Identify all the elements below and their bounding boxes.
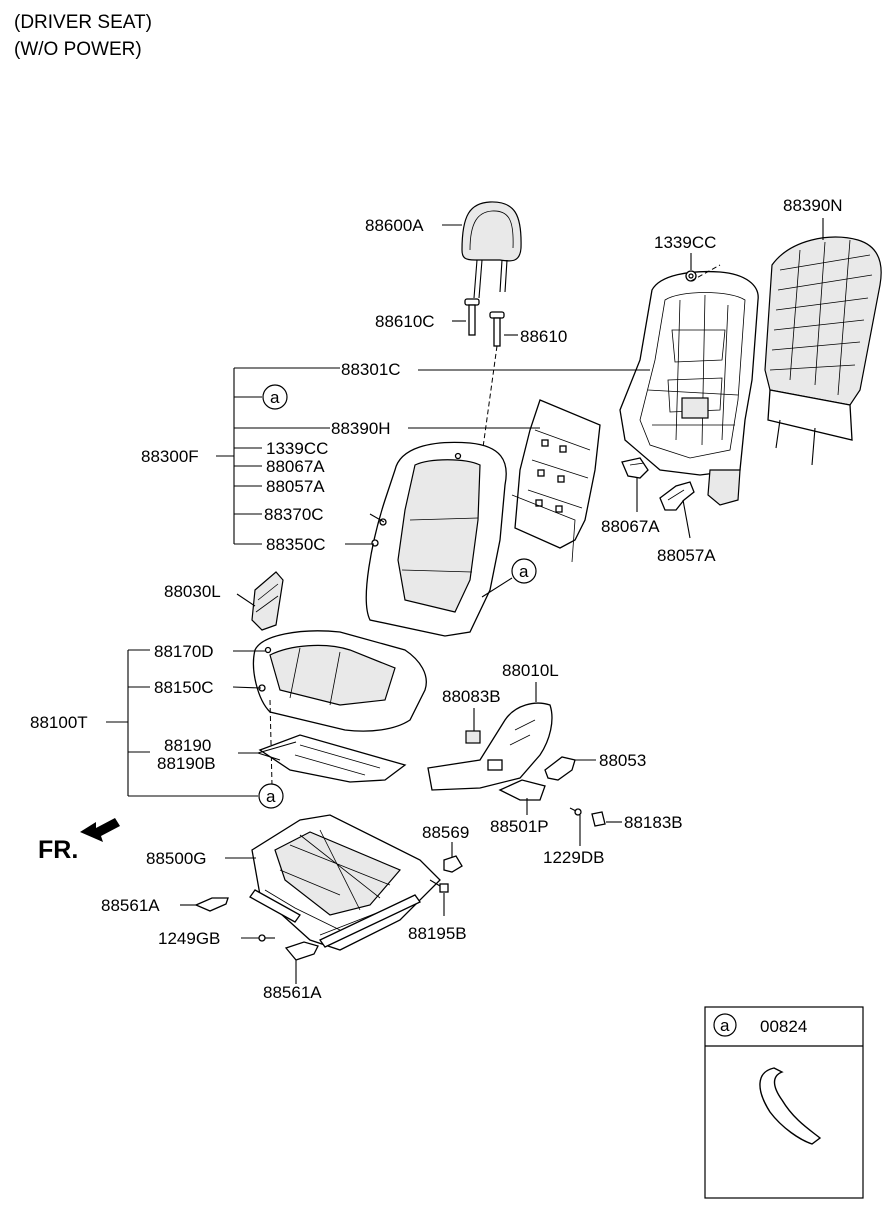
label-88390h: 88390H (331, 419, 391, 438)
screw-1229db (569, 807, 582, 816)
label-88010l: 88010L (502, 661, 559, 680)
label-88610: 88610 (520, 327, 567, 346)
label-88610c: 88610C (375, 312, 435, 331)
seat-cushion-frame (249, 814, 441, 951)
label-1249gb: 1249GB (158, 929, 220, 948)
clip-88569 (443, 855, 463, 873)
label-88300f: 88300F (141, 447, 199, 466)
label-1229db: 1229DB (543, 848, 604, 867)
label-88569: 88569 (422, 823, 469, 842)
bolt-88195b (429, 879, 449, 893)
label-88067a: 88067A (266, 457, 325, 476)
label-88057a-right: 88057A (657, 546, 716, 565)
bracket-88057a (659, 481, 695, 511)
ref-circle-a-back (262, 384, 288, 410)
label-88067a-right: 88067A (601, 517, 660, 536)
legend-part-number: 00824 (760, 1017, 807, 1036)
label-88500g: 88500G (146, 849, 207, 868)
title-driver-seat: (DRIVER SEAT) (14, 12, 152, 33)
label-88561a-bottom: 88561A (263, 983, 322, 1002)
ref-a-cushion-text: a (266, 787, 276, 806)
front-direction-icon (80, 818, 120, 842)
headrest-guide-88610 (489, 311, 505, 347)
ref-circle-a-cushion (258, 783, 284, 809)
legend-ref: a (720, 1016, 730, 1035)
bracket-88067a (621, 457, 649, 479)
label-88183b: 88183B (624, 813, 683, 832)
label-88390n: 88390N (783, 196, 843, 215)
label-88350c: 88350C (266, 535, 326, 554)
wire-clip-icon (759, 1067, 822, 1145)
label-1339cc-top: 1339CC (654, 233, 716, 252)
seat-back-cushion (365, 441, 507, 637)
front-marker: FR. (38, 836, 78, 864)
label-88190: 88190 (164, 736, 211, 755)
track-cover-left (194, 897, 229, 912)
label-88190b: 88190B (157, 754, 216, 773)
seat-back-frame (619, 270, 759, 506)
label-88195b: 88195B (408, 924, 467, 943)
clip-88083b (465, 730, 481, 744)
label-88170d: 88170D (154, 642, 214, 661)
side-shield-88030l (251, 571, 284, 631)
label-88301c: 88301C (341, 360, 401, 379)
clip-88183b (591, 811, 606, 827)
seat-side-cover (427, 702, 553, 791)
bolt-1249gb (258, 934, 275, 942)
label-88370c: 88370C (264, 505, 324, 524)
ref-a-back-text: a (270, 388, 280, 407)
label-88561a-left: 88561A (101, 896, 160, 915)
seat-cushion (252, 630, 427, 732)
seat-back-board (764, 236, 882, 466)
cover-88053 (544, 756, 576, 781)
label-88600a: 88600A (365, 216, 424, 235)
label-88053: 88053 (599, 751, 646, 770)
lever-88501p (498, 779, 546, 801)
cushion-pan (258, 734, 407, 783)
label-88150c: 88150C (154, 678, 214, 697)
headrest-guide-88610c (464, 298, 480, 336)
label-1339cc: 1339CC (266, 439, 328, 458)
track-cover-bottom (284, 941, 319, 961)
title-without-power: (W/O POWER) (14, 39, 142, 60)
label-88057a: 88057A (266, 477, 325, 496)
ref-a-cushion-back-text: a (519, 562, 529, 581)
lumbar-support (511, 399, 601, 563)
legend-box: a 00824 (704, 1006, 864, 1199)
headrest (461, 201, 522, 299)
label-88100t: 88100T (30, 713, 88, 732)
label-88501p: 88501P (490, 817, 549, 836)
label-88083b: 88083B (442, 687, 501, 706)
ref-circle-a-cushion-back (511, 558, 537, 584)
label-88030l: 88030L (164, 582, 221, 601)
